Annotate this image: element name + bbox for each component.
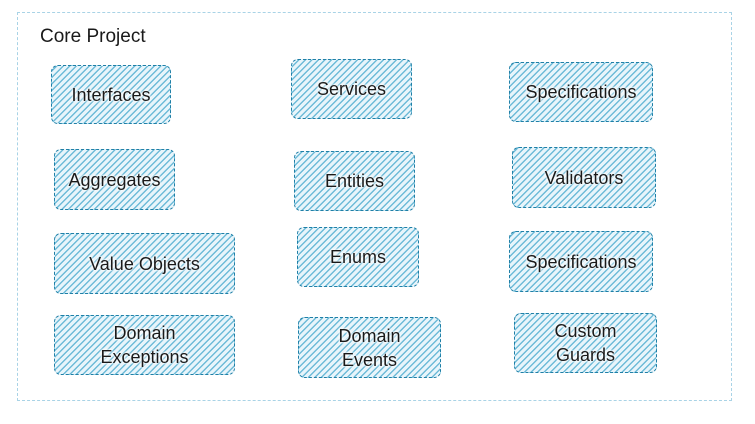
custom-guards-label: Custom Guards bbox=[554, 321, 617, 365]
entities-label: Entities bbox=[324, 171, 385, 191]
domain-exceptions-label: Domain Exceptions bbox=[100, 323, 189, 367]
specifications-top-label: Specifications bbox=[525, 82, 637, 102]
interfaces-label: Interfaces bbox=[71, 84, 151, 105]
core-project-container bbox=[17, 12, 732, 401]
enums-label: Enums bbox=[329, 247, 387, 267]
specifications-bottom-label: Specifications bbox=[525, 251, 637, 272]
interfaces-box: Interfaces bbox=[51, 65, 171, 124]
domain-exceptions-box: Domain Exceptions bbox=[54, 315, 235, 375]
core-project-title: Core Project bbox=[40, 26, 146, 47]
aggregates-box: Aggregates bbox=[54, 149, 175, 210]
domain-events-box: Domain Events bbox=[298, 317, 441, 378]
validators-box: Validators bbox=[512, 147, 656, 208]
value-objects-box: Value Objects bbox=[54, 233, 235, 294]
services-label: Services bbox=[316, 79, 387, 99]
validators-label: Validators bbox=[544, 167, 624, 188]
aggregates-label: Aggregates bbox=[68, 169, 161, 190]
value-objects-label: Value Objects bbox=[89, 253, 200, 274]
custom-guards-box: Custom Guards bbox=[514, 313, 657, 373]
enums-box: Enums bbox=[297, 227, 419, 287]
entities-box: Entities bbox=[294, 151, 415, 211]
specifications-top-box: Specifications bbox=[509, 62, 653, 122]
domain-events-label: Domain Events bbox=[338, 325, 401, 370]
specifications-bottom-box: Specifications bbox=[509, 231, 653, 292]
services-box: Services bbox=[291, 59, 412, 119]
